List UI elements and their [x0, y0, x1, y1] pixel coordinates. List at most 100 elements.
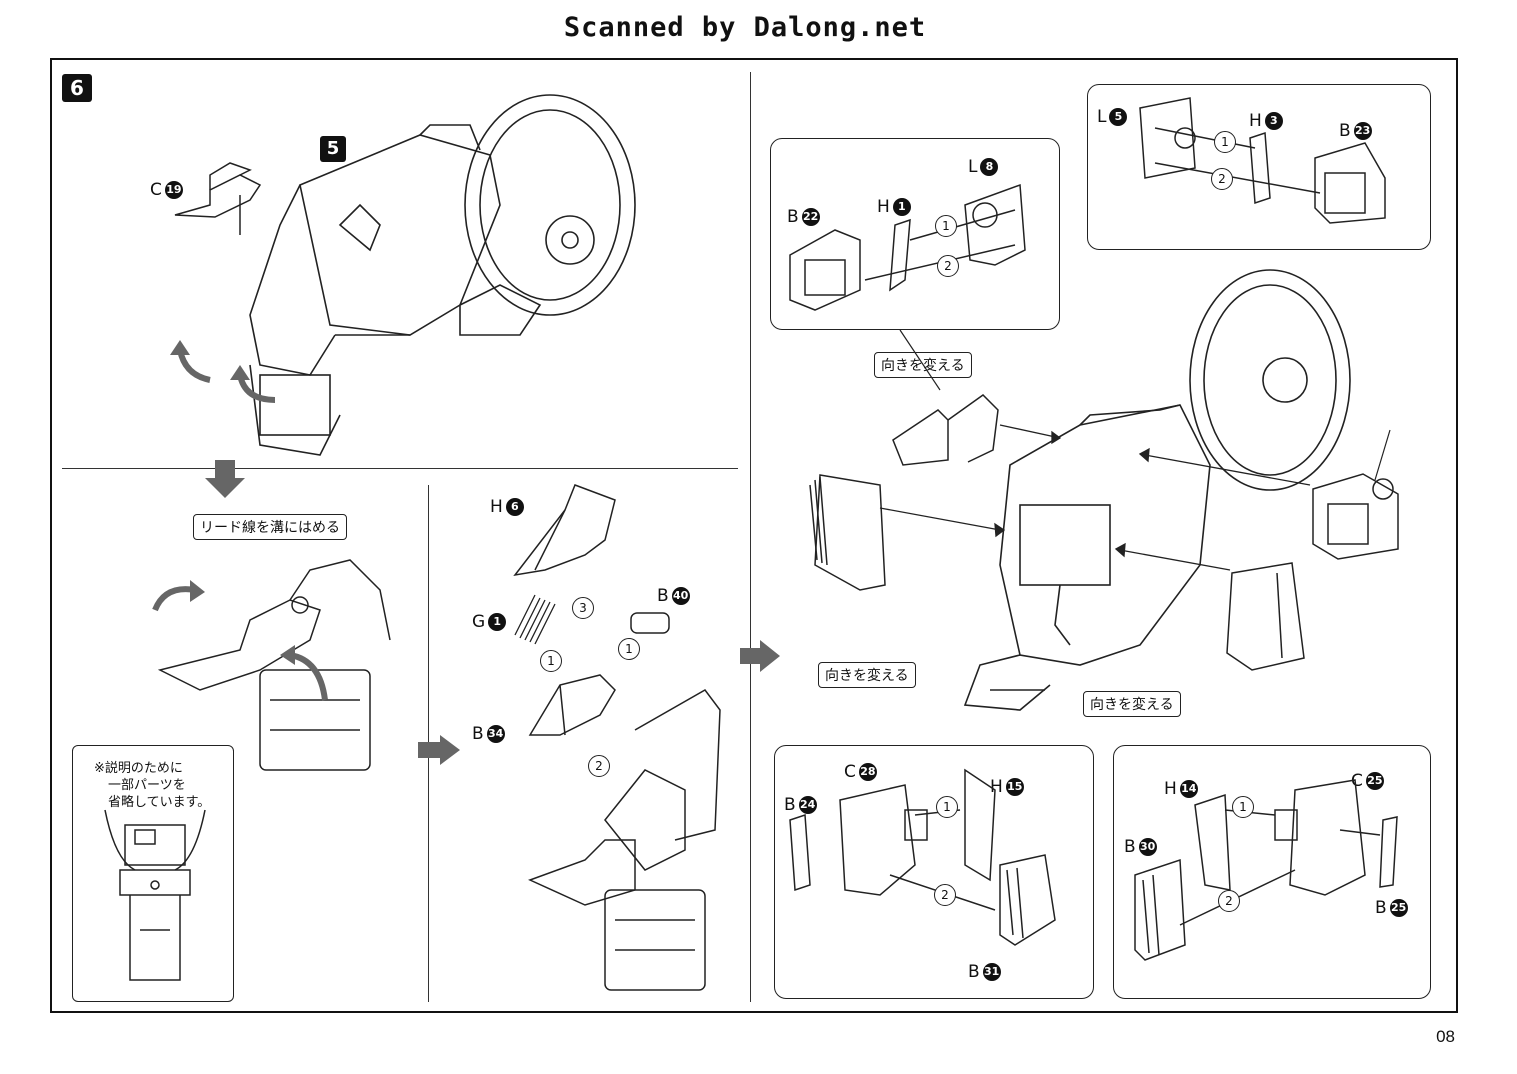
- divider-main: [750, 72, 751, 1002]
- part-label-b23: B 23: [1339, 121, 1372, 141]
- front-assembly-illustration: [528, 689, 721, 991]
- part-label-b31: B 31: [968, 962, 1001, 982]
- order-step-1: 1: [936, 796, 958, 818]
- part-mounted-right-illustration: [1312, 473, 1399, 560]
- part-number-badge: 31: [982, 963, 1001, 981]
- note-line-2: 一部パーツを: [108, 778, 186, 793]
- part-label-g1: G 1: [472, 612, 507, 632]
- part-label-b30: B 30: [1124, 837, 1157, 857]
- part-c19-illustration: [174, 162, 262, 235]
- right-arrow-icon-main: [740, 640, 780, 672]
- part-label-h1: H 1: [877, 197, 911, 217]
- part-letter: B: [787, 207, 799, 227]
- part-letter: L: [968, 157, 978, 177]
- lead-wire-assembly-illustration: [152, 559, 391, 771]
- part-h6-illustration: [513, 484, 616, 577]
- part-number-badge: 1: [892, 198, 911, 216]
- part-letter: H: [990, 777, 1003, 797]
- order-step-2: 2: [1218, 890, 1240, 912]
- watermark: Scanned by Dalong.net: [563, 12, 927, 43]
- part-b34-illustration: [528, 674, 616, 736]
- assembly-arrows: [879, 329, 1391, 571]
- part-letter: B: [1339, 121, 1351, 141]
- part-mounted-left-illustration: [892, 394, 999, 466]
- part-label-c25: C 25: [1351, 771, 1384, 791]
- order-step-2: 2: [937, 255, 959, 277]
- part-number-badge: 23: [1353, 122, 1372, 140]
- divider-top-left: [62, 468, 738, 469]
- detail-c28-illustration: [789, 768, 1056, 946]
- page-number: 08: [1436, 1027, 1455, 1046]
- part-letter: H: [877, 197, 890, 217]
- part-number-badge: 22: [801, 208, 820, 226]
- down-arrow-icon: [205, 460, 245, 498]
- part-label-b40: B 40: [657, 586, 690, 606]
- instruction-frame: [50, 58, 1458, 1013]
- part-number-badge: 30: [1138, 838, 1157, 856]
- part-label-h14: H 14: [1164, 779, 1198, 799]
- part-label-b22: B 22: [787, 207, 820, 227]
- note-box: [72, 745, 234, 1002]
- part-number-badge: 6: [505, 498, 524, 516]
- order-step-3: 3: [572, 597, 594, 619]
- part-letter: B: [657, 586, 669, 606]
- part-label-h6: H 6: [490, 497, 524, 517]
- part-letter: C: [1351, 771, 1363, 791]
- part-number-badge: 34: [486, 725, 505, 743]
- part-number-badge: 8: [980, 158, 999, 176]
- change-direction-callout-3: 向きを変える: [1083, 691, 1181, 717]
- part-number-badge: 24: [798, 796, 817, 814]
- order-step-2: 2: [934, 884, 956, 906]
- part-number-badge: 25: [1389, 899, 1408, 917]
- order-step-1: 1: [935, 215, 957, 237]
- note-text: ※説明のために 一部パーツを 省略しています。: [94, 760, 210, 811]
- note-line-3: 省略しています。: [108, 795, 211, 810]
- part-number-badge: 5: [1109, 108, 1128, 126]
- order-step-1: 1: [1214, 131, 1236, 153]
- part-letter: H: [1249, 111, 1262, 131]
- part-label-c28: C 28: [844, 762, 877, 782]
- rotate-arrow-icon: [170, 340, 276, 403]
- part-number-badge: 25: [1365, 772, 1384, 790]
- detail-box-b22: [770, 138, 1060, 330]
- part-letter: B: [1124, 837, 1136, 857]
- fin-part-left-illustration: [809, 474, 886, 591]
- step-number: 6: [62, 74, 92, 102]
- part-label-l8: L 8: [968, 157, 999, 177]
- order-step-1b: 1: [618, 638, 640, 660]
- part-number-badge: 1: [488, 613, 507, 631]
- sub-step-number: 5: [320, 136, 346, 162]
- part-label-l5: L 5: [1097, 107, 1128, 127]
- change-direction-callout-2: 向きを変える: [818, 662, 916, 688]
- part-label-h15: H 15: [990, 777, 1024, 797]
- detail-l5-illustration: [1139, 97, 1386, 224]
- part-letter: L: [1097, 107, 1107, 127]
- part-letter: B: [472, 724, 484, 744]
- right-arrow-icon: [418, 735, 460, 765]
- order-step-1: 1: [540, 650, 562, 672]
- part-g1-illustration: [514, 594, 556, 645]
- part-b40-illustration: [630, 612, 670, 634]
- note-line-1: ※説明のために: [94, 761, 183, 776]
- part-letter: G: [472, 612, 486, 632]
- order-step-2: 2: [1211, 168, 1233, 190]
- order-step-2: 2: [588, 755, 610, 777]
- part-label-h3: H 3: [1249, 111, 1283, 131]
- lead-wire-callout: リード線を溝にはめる: [193, 514, 347, 540]
- part-number-badge: 3: [1264, 112, 1283, 130]
- part-number-badge: 28: [858, 763, 877, 781]
- bike-body-illustration: [249, 94, 636, 456]
- part-label-b24: B 24: [784, 795, 817, 815]
- part-letter: H: [1164, 779, 1177, 799]
- detail-c25-illustration: [1134, 779, 1398, 961]
- part-letter: H: [490, 497, 503, 517]
- part-label-c19: C 19: [150, 180, 183, 200]
- part-letter: C: [844, 762, 856, 782]
- main-assembly-illustration: [963, 269, 1351, 711]
- part-number-badge: 19: [164, 181, 183, 199]
- note-detail-illustration: [104, 809, 206, 981]
- part-label-b25: B 25: [1375, 898, 1408, 918]
- part-letter: C: [150, 180, 162, 200]
- part-number-badge: 15: [1005, 778, 1024, 796]
- part-label-b34: B 34: [472, 724, 505, 744]
